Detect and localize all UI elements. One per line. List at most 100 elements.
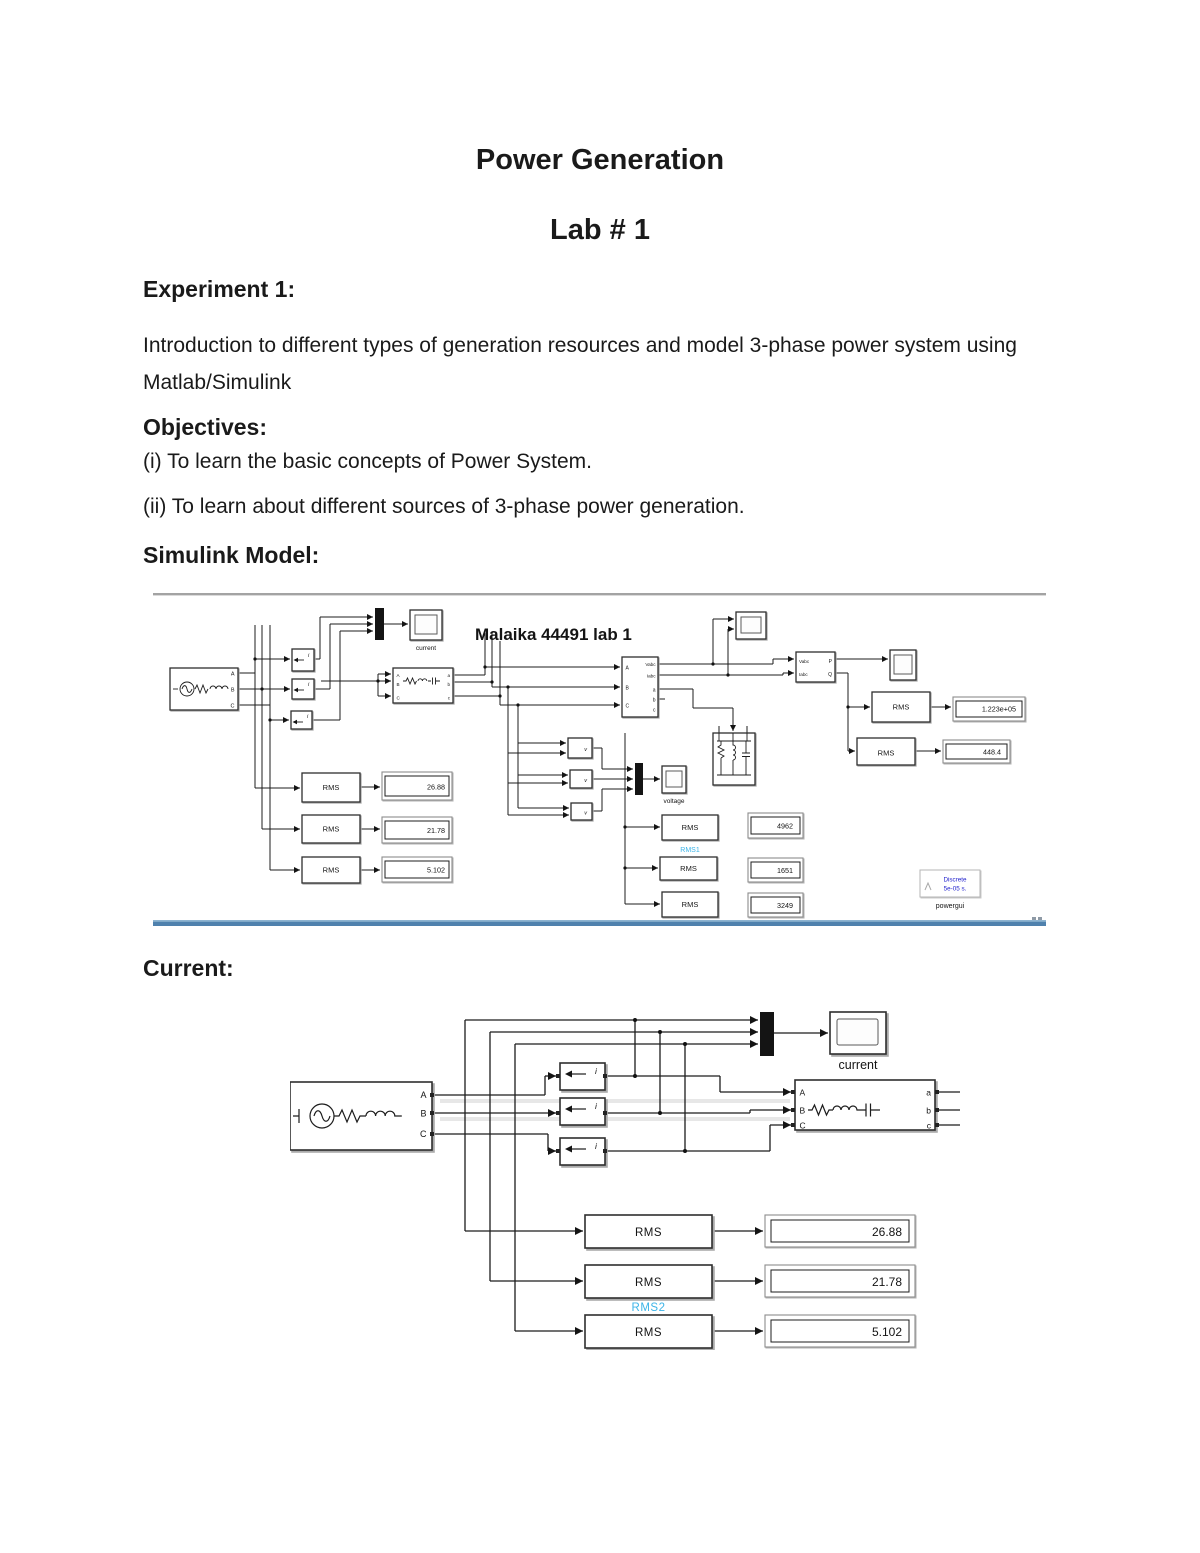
current-measure-label: i [595, 1066, 598, 1076]
objective-1: (i) To learn the basic concepts of Power… [143, 450, 592, 473]
rms-label: RMS [893, 703, 910, 712]
figure-top-border [153, 593, 1046, 596]
three-phase-branch-block: A B C a b c [392, 667, 454, 704]
rms-block: RMS [584, 1314, 713, 1349]
voltage-scope-label: voltage [664, 798, 685, 805]
display-value-ia: 26.88 [872, 1225, 902, 1239]
branch-port-a-out: a [926, 1088, 931, 1098]
mux [760, 1012, 774, 1056]
objective-2: (ii) To learn about different sources of… [143, 495, 745, 518]
source-port-b: B [231, 688, 235, 694]
three-phase-branch-block: A B C a b c [791, 1079, 939, 1131]
rms-label: RMS [635, 1277, 662, 1289]
branch-port-c-in: C [397, 696, 401, 701]
experiment-body: Introduction to different types of gener… [143, 334, 1017, 394]
objectives-heading: Objectives: [143, 414, 267, 440]
rms-label: RMS [323, 825, 340, 834]
rms-block: RMS [301, 772, 361, 803]
power-port-iabc: Iabc [799, 672, 808, 677]
display-value-ia: 26.88 [427, 783, 445, 792]
rms-label: RMS [682, 823, 699, 832]
source-port-a: A [231, 672, 235, 678]
current-measurement-block: i [556, 1137, 607, 1166]
display-block: 26.88 [764, 1214, 916, 1248]
source-port-c: C [231, 704, 235, 710]
rms-block: RMS [661, 814, 719, 841]
display-block: 4962 [747, 812, 804, 839]
wire-junction-dots [253, 657, 850, 870]
current-measure-label: i [308, 653, 310, 659]
rms-block: RMS [856, 737, 916, 766]
branch-port-c-in: C [800, 1121, 806, 1131]
current-measurement-block: i [291, 678, 315, 700]
current-scope-label: current [839, 1058, 878, 1072]
display-value-va: 4962 [777, 822, 793, 831]
current-scope-label: current [416, 645, 436, 652]
rms-block: RMS [584, 1264, 713, 1299]
current-measurement-block: i [556, 1097, 607, 1126]
mux [635, 763, 643, 795]
mux [375, 608, 384, 640]
rms-label: RMS [323, 783, 340, 792]
source-port-c: C [420, 1129, 427, 1139]
display-value-ic: 5.102 [872, 1325, 902, 1339]
three-phase-source-block: A B C [169, 667, 239, 711]
display-value-vb: 1651 [777, 866, 793, 875]
rms-label: RMS [323, 866, 340, 875]
branch-port-b-out: b [926, 1106, 931, 1116]
current-measure-label: i [308, 682, 310, 688]
simulink-model-heading: Simulink Model: [143, 542, 320, 568]
voltage-measure-label: v [584, 811, 588, 817]
branch-port-b-out: b [447, 682, 450, 687]
display-block: 5.102 [764, 1314, 916, 1348]
vi-port-b: B [626, 686, 630, 692]
rms2-tag: RMS2 [632, 1302, 666, 1314]
wire-junction-dots [633, 1018, 687, 1153]
rms-label: RMS [878, 749, 895, 758]
display-value-vc: 3249 [777, 901, 793, 910]
voltage-measurement-block: v [569, 769, 593, 789]
voltage-measure-label: v [584, 778, 588, 784]
simulink-model-canvas: A B C i i i current A B C a b c Malaika … [153, 593, 1046, 926]
branch-port-b-in: B [397, 682, 400, 687]
lab-number: Lab # 1 [550, 214, 650, 246]
model-title: Malaika 44491 lab 1 [475, 625, 632, 644]
power-measurement-block: Vabc Iabc P Q [795, 651, 836, 683]
display-value-ib: 21.78 [872, 1275, 902, 1289]
current-measurement-block: i [290, 710, 313, 730]
current-heading: Current: [143, 955, 234, 981]
rlc-load-block [712, 732, 756, 786]
rms-block: RMS [661, 891, 719, 918]
rms-label: RMS [680, 864, 697, 873]
branch-port-c-out: c [448, 696, 451, 701]
branch-port-b-in: B [800, 1106, 806, 1116]
display-block: 448.4 [942, 739, 1011, 764]
powergui-label: powergui [936, 903, 965, 910]
voltage-scope: voltage [661, 765, 687, 805]
vi-port-iabc: Iabc [647, 674, 656, 679]
power-port-vabc: Vabc [799, 659, 810, 664]
vi-port-c: C [626, 704, 630, 710]
rms-block: RMS [301, 814, 361, 844]
rms-label: RMS [635, 1227, 662, 1239]
rms-block: RMS [301, 856, 361, 884]
figure-bottom-bar [153, 920, 1046, 926]
page-title: Power Generation [475, 144, 725, 176]
vi-port-a-out: a [653, 688, 656, 694]
voltage-measurement-block: v [567, 737, 593, 759]
current-figure: A B C i i i current A B C a b [290, 1005, 960, 1350]
faint-phase-lines [440, 1099, 790, 1121]
current-scope: current [829, 1011, 887, 1072]
rms-label: RMS [635, 1327, 662, 1339]
rms-block: RMS [871, 691, 931, 723]
rms1-tag: RMS1 [680, 847, 700, 854]
powergui-mode: Discrete [943, 877, 967, 884]
source-port-b: B [420, 1109, 426, 1119]
vi-port-c-out: c [653, 708, 656, 714]
simulink-model-figure: A B C i i i current A B C a b c Malaika … [153, 593, 1046, 930]
power-port-q: Q [828, 672, 832, 678]
current-measure-label: i [307, 714, 309, 720]
voltage-measurement-block: v [570, 802, 593, 821]
figure-bottom-bar-highlight [153, 920, 1046, 922]
rms-block: RMS [659, 856, 718, 881]
